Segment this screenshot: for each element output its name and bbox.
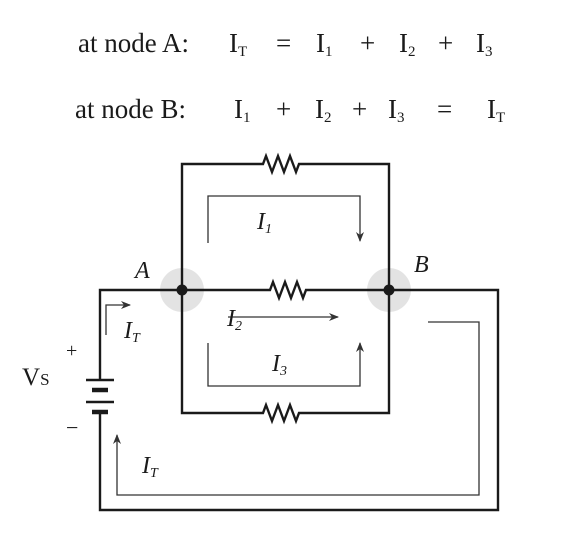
term-i2: I2 <box>315 94 332 126</box>
source-minus-sign: − <box>66 415 78 440</box>
current-i1-arrow <box>207 195 364 243</box>
node-a-label: A <box>133 258 150 284</box>
plus-sign: + <box>352 94 368 124</box>
plus-sign: + <box>438 28 454 58</box>
current-i3-label: I3 <box>271 351 287 379</box>
branch-2-with-resistor <box>182 278 389 302</box>
current-it-source-label: IT <box>123 318 141 346</box>
term-it: IT <box>487 94 506 126</box>
current-i3-arrow <box>207 342 364 387</box>
branch-3-with-resistor <box>180 290 391 425</box>
equals-sign: = <box>437 94 453 124</box>
term-i1: I1 <box>234 94 251 126</box>
current-it-return-arrow <box>113 321 480 496</box>
node-a-dot <box>176 284 188 296</box>
term-it: IT <box>229 28 248 60</box>
branch-1-with-resistor <box>180 152 391 290</box>
plus-sign: + <box>276 94 292 124</box>
node-b-label: B <box>414 252 429 278</box>
voltage-source-battery <box>86 378 114 415</box>
current-it-source-arrow <box>105 301 131 335</box>
current-it-return-label: IT <box>141 453 159 481</box>
equation-label: at node A: <box>78 28 189 58</box>
source-voltage-label: VS <box>22 364 50 391</box>
term-i1: I1 <box>316 28 333 60</box>
current-i1-label: I1 <box>256 209 272 237</box>
node-b-dot <box>383 284 395 296</box>
term-i3: I3 <box>388 94 405 126</box>
term-i3: I3 <box>476 28 493 60</box>
current-i2-label: I2 <box>226 306 242 334</box>
wire-source-to-node-b <box>98 288 500 512</box>
term-i2: I2 <box>399 28 416 60</box>
equals-sign: = <box>276 28 292 58</box>
source-plus-sign: + <box>66 340 77 362</box>
plus-sign: + <box>360 28 376 58</box>
wire-node-a-to-source <box>98 288 182 380</box>
equation-label: at node B: <box>75 94 186 124</box>
